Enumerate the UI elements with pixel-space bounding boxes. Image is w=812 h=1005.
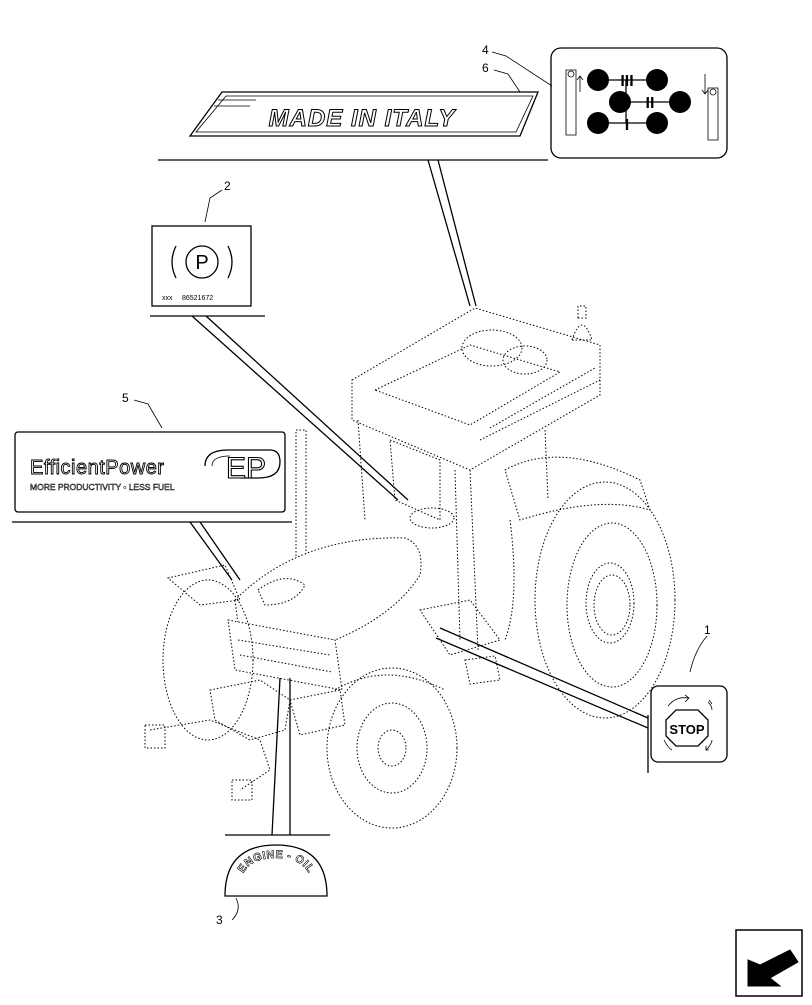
stop-label: STOP (669, 722, 704, 737)
parking-brake-icon: P (171, 245, 233, 279)
callout-5: 5 (122, 391, 129, 405)
leader-lines (12, 159, 649, 836)
callout-2: 2 (224, 179, 231, 193)
parking-brake-decal: P xxx 86521672 (151, 225, 252, 307)
parking-brake-code-prefix: xxx (162, 295, 173, 302)
gear-range-1: I (625, 117, 629, 134)
callout-1: 1 (704, 623, 711, 637)
gear-range-2: II (646, 95, 655, 112)
engine-oil-text: ENGINE - OIL (235, 849, 316, 876)
made-in-italy-decal: MADE IN ITALY (188, 91, 539, 137)
efficient-power-subtitle: MORE PRODUCTIVITY • LESS FUEL (30, 482, 175, 492)
callout-6: 6 (482, 61, 489, 75)
parking-brake-code: 86521672 (182, 295, 213, 302)
gear-pattern-decal: III II I (550, 47, 728, 159)
efficient-power-title: EfficientPower (30, 457, 164, 479)
engine-oil-decal: ENGINE - OIL (224, 844, 328, 897)
tractor-illustration (144, 305, 676, 829)
svg-text:ENGINE - OIL: ENGINE - OIL (236, 849, 317, 875)
gear-range-3: III (620, 73, 633, 90)
stop-decal: STOP (650, 685, 728, 763)
arrow-icon[interactable] (735, 929, 803, 997)
made-in-italy-text: MADE IN ITALY (269, 105, 457, 132)
callout-numbers: 1 2 3 4 5 6 (122, 43, 711, 927)
callout-4: 4 (482, 43, 489, 57)
parking-brake-letter: P (195, 252, 208, 274)
callout-3: 3 (216, 913, 223, 927)
efficient-power-logo: EP (226, 452, 266, 485)
efficient-power-decal: EfficientPower MORE PRODUCTIVITY • LESS … (14, 431, 286, 513)
